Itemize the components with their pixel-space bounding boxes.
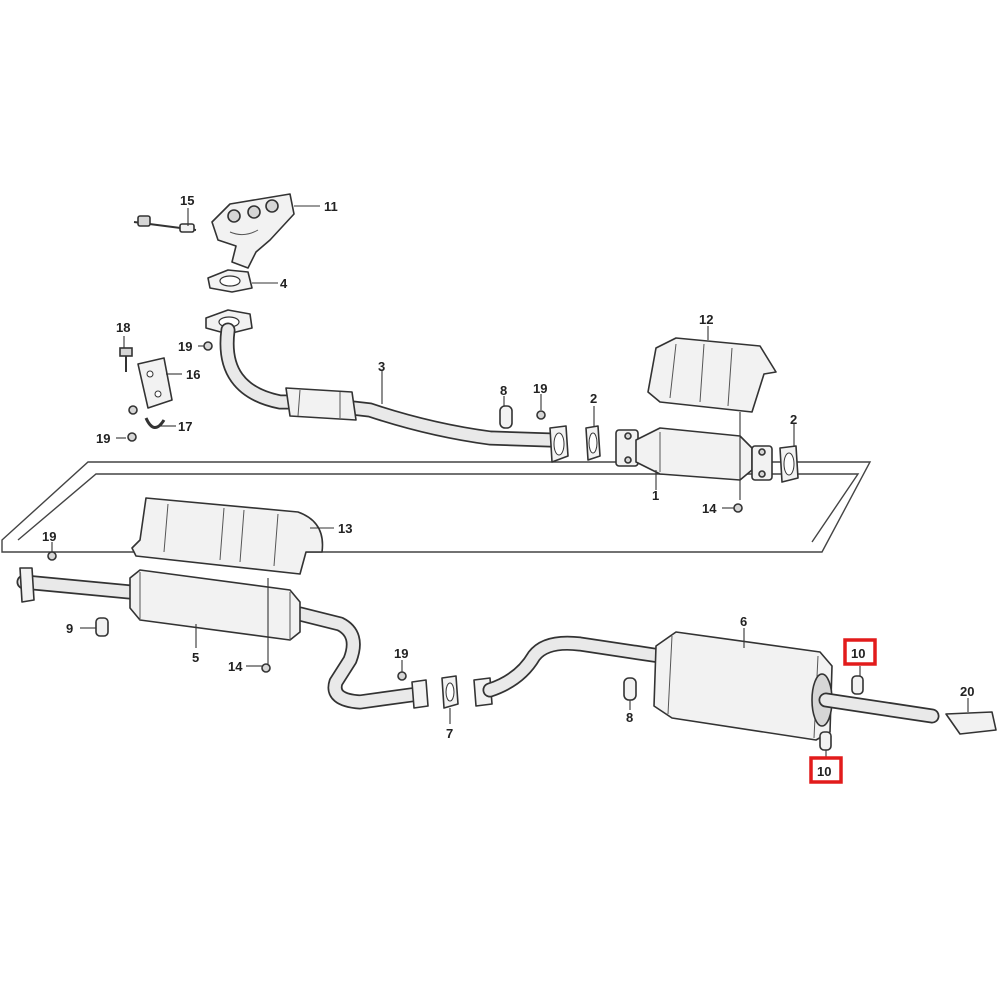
callout-10[interactable]: 10	[851, 646, 865, 661]
callout-13[interactable]: 13	[338, 521, 352, 536]
hanger-rubber-10[interactable]	[851, 675, 864, 695]
catalytic-converter[interactable]	[615, 427, 773, 481]
manifold-gasket[interactable]	[207, 269, 253, 293]
callout-19[interactable]: 19	[533, 381, 547, 396]
callout-labels: 11 15 4 18 19 16 17 19 3 8 19 2 12 2 1 1…	[42, 193, 974, 779]
callout-2[interactable]: 2	[590, 391, 597, 406]
rubber-hanger[interactable]	[95, 617, 109, 637]
intermediate-heat-shield[interactable]	[131, 497, 324, 575]
bolt[interactable]	[119, 347, 133, 372]
gasket[interactable]	[585, 425, 601, 461]
callout-19[interactable]: 19	[394, 646, 408, 661]
rear-pipe[interactable]	[482, 635, 668, 698]
callout-8[interactable]: 8	[500, 383, 507, 398]
callout-1[interactable]: 1	[652, 488, 659, 503]
callout-11[interactable]: 11	[324, 199, 338, 214]
callout-2[interactable]: 2	[790, 412, 797, 427]
front-pipe[interactable]	[219, 322, 558, 448]
intermediate-pipe[interactable]	[16, 567, 426, 710]
exhaust-manifold[interactable]	[211, 193, 295, 269]
callout-14[interactable]: 14	[228, 659, 243, 674]
callout-3[interactable]: 3	[378, 359, 385, 374]
callout-19[interactable]: 19	[96, 431, 110, 446]
nut[interactable]	[733, 503, 743, 513]
callout-6[interactable]: 6	[740, 614, 747, 629]
rubber-hanger[interactable]	[623, 677, 637, 701]
nut[interactable]	[47, 551, 57, 561]
highlight-box	[843, 638, 877, 666]
callout-8[interactable]: 8	[626, 710, 633, 725]
gasket[interactable]	[549, 425, 569, 463]
catalyst-heat-shield[interactable]	[647, 337, 777, 413]
front-pipe-flange	[205, 309, 253, 335]
nut[interactable]	[536, 410, 546, 420]
callout-9[interactable]: 9	[66, 621, 73, 636]
callout-19[interactable]: 19	[178, 339, 192, 354]
rubber-hanger[interactable]	[499, 405, 513, 429]
pipe-clamp[interactable]	[127, 405, 166, 442]
nut[interactable]	[203, 341, 213, 351]
flange-gasket[interactable]	[411, 675, 493, 709]
callout-10[interactable]: 10	[817, 764, 831, 779]
oxygen-sensor[interactable]	[133, 215, 197, 233]
callout-20[interactable]: 20	[960, 684, 974, 699]
callout-19[interactable]: 19	[42, 529, 56, 544]
callout-18[interactable]: 18	[116, 320, 130, 335]
tail-pipe-tip[interactable]	[945, 711, 997, 735]
resonator[interactable]	[129, 569, 301, 641]
hanger-rubber-10[interactable]	[819, 731, 832, 751]
muffler[interactable]	[653, 631, 833, 741]
reference-frame	[1, 461, 872, 553]
gasket[interactable]	[779, 445, 799, 483]
callout-12[interactable]: 12	[699, 312, 713, 327]
nut[interactable]	[397, 671, 407, 681]
callout-4[interactable]: 4	[280, 276, 288, 291]
highlight-box	[809, 756, 843, 784]
nut[interactable]	[261, 663, 271, 673]
callout-16[interactable]: 16	[186, 367, 200, 382]
callout-15[interactable]: 15	[180, 193, 194, 208]
callout-17[interactable]: 17	[178, 419, 192, 434]
callout-7[interactable]: 7	[446, 726, 453, 741]
leader-lines	[51, 205, 969, 760]
callout-5[interactable]: 5	[192, 650, 199, 665]
tail-pipe[interactable]	[818, 692, 940, 724]
callout-14[interactable]: 14	[702, 501, 717, 516]
bracket[interactable]	[137, 357, 173, 409]
